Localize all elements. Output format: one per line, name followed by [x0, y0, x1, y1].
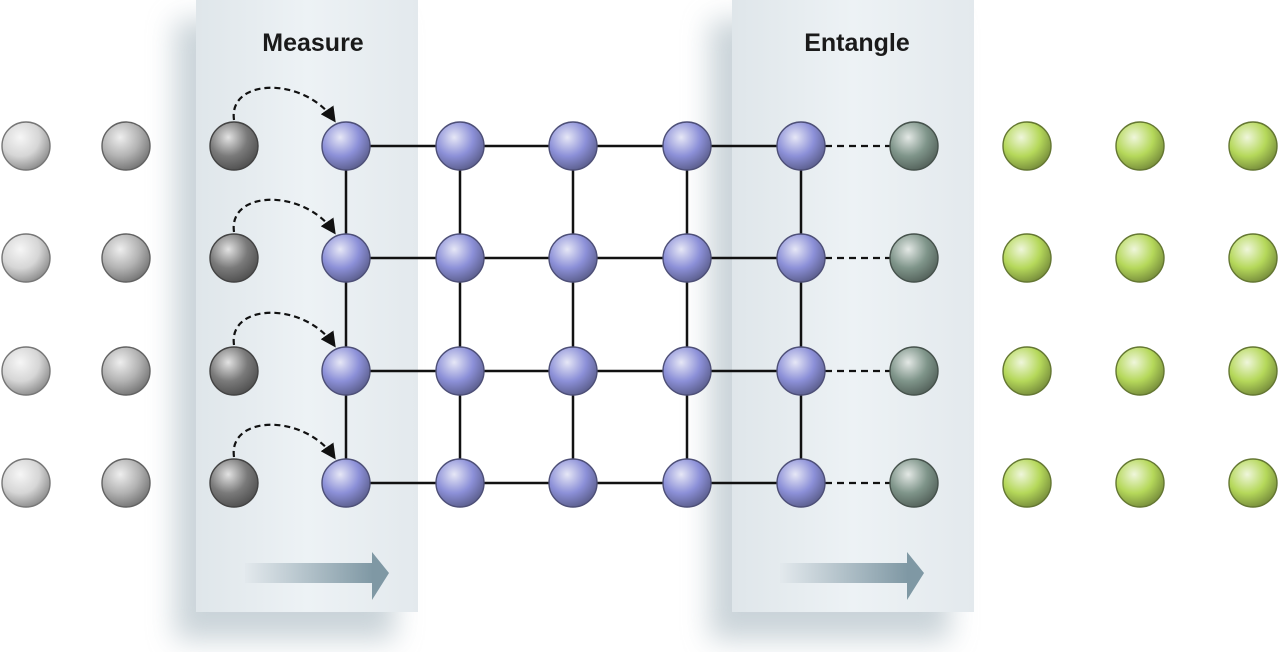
fresh-qubit — [1115, 233, 1165, 283]
measured-qubit — [209, 121, 259, 171]
measure-panel-title: Measure — [262, 29, 364, 57]
cluster-qubit — [548, 458, 598, 508]
fresh-qubit — [1002, 346, 1052, 396]
entangle-panel: Entangle — [710, 0, 974, 640]
cluster-qubit — [776, 121, 826, 171]
curved-dashed-arrow-icon — [232, 198, 336, 235]
cluster-qubit — [321, 458, 371, 508]
measured-qubit — [209, 233, 259, 283]
entangle-panel-background — [732, 0, 974, 612]
cluster-qubit — [548, 346, 598, 396]
cluster-qubit — [435, 121, 485, 171]
unused-qubit — [101, 458, 151, 508]
cluster-qubit — [776, 346, 826, 396]
cluster-qubit — [662, 458, 712, 508]
measure-panel-background — [196, 0, 418, 612]
unused-qubit — [101, 121, 151, 171]
curved-dashed-arrow-icon — [232, 86, 336, 123]
fresh-qubit — [1228, 233, 1278, 283]
unused-qubit — [101, 233, 151, 283]
entangling-qubit — [889, 233, 939, 283]
fresh-qubit — [1228, 458, 1278, 508]
cluster-qubit — [435, 458, 485, 508]
cluster-qubit — [435, 346, 485, 396]
fresh-qubit — [1115, 121, 1165, 171]
right-arrow-icon — [780, 552, 924, 600]
entangling-qubit — [889, 346, 939, 396]
fresh-qubit — [1228, 346, 1278, 396]
entangle-panel-title: Entangle — [804, 29, 910, 57]
fresh-qubit — [1002, 121, 1052, 171]
entangling-qubit — [889, 121, 939, 171]
cluster-qubit — [776, 233, 826, 283]
entangling-qubit — [889, 458, 939, 508]
unused-qubit — [1, 458, 51, 508]
fresh-qubit — [1115, 346, 1165, 396]
qubit-array — [1, 121, 1278, 508]
cluster-qubit — [321, 233, 371, 283]
fresh-qubit — [1002, 233, 1052, 283]
cluster-qubit — [776, 458, 826, 508]
cluster-qubit — [662, 233, 712, 283]
curved-dashed-arrow-icon — [232, 423, 336, 460]
unused-qubit — [101, 346, 151, 396]
fresh-qubit — [1228, 121, 1278, 171]
cluster-qubit — [662, 121, 712, 171]
fresh-qubit — [1115, 458, 1165, 508]
measured-qubit — [209, 458, 259, 508]
measure-arrows — [232, 86, 336, 460]
cluster-qubit — [321, 121, 371, 171]
measured-qubit — [209, 346, 259, 396]
cluster-qubit — [548, 121, 598, 171]
cluster-qubit — [435, 233, 485, 283]
fresh-qubit — [1002, 458, 1052, 508]
curved-dashed-arrow-icon — [232, 311, 336, 348]
right-arrow-icon — [245, 552, 389, 600]
unused-qubit — [1, 233, 51, 283]
measure-panel: Measure — [175, 0, 418, 640]
unused-qubit — [1, 121, 51, 171]
cluster-qubit — [662, 346, 712, 396]
cluster-qubit — [548, 233, 598, 283]
unused-qubit — [1, 346, 51, 396]
cluster-qubit — [321, 346, 371, 396]
